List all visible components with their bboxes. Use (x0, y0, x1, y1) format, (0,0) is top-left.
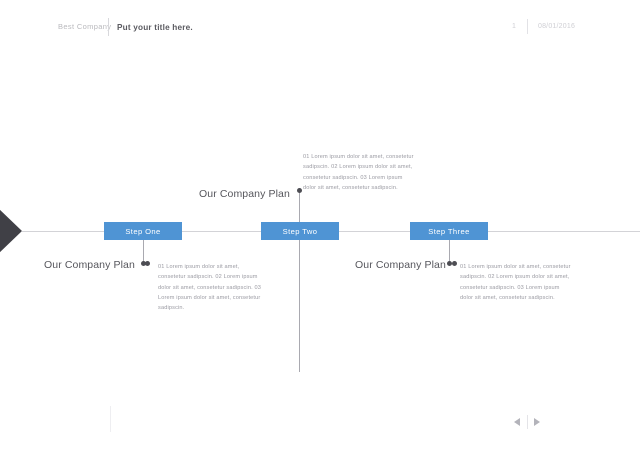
timeline-arrow-icon (0, 208, 22, 254)
header-divider-left (108, 18, 109, 36)
timeline-step-two[interactable]: Step Two (261, 222, 339, 240)
timeline-step-three[interactable]: Step Three (410, 222, 488, 240)
plan-body-right: 01 Lorem ipsum dolor sit amet, consetetu… (460, 264, 571, 302)
triangle-right-icon[interactable] (534, 418, 540, 426)
connector-step-two-up (299, 192, 300, 222)
header-company-name: Best Company (58, 22, 112, 31)
plan-bullet-dot-right (452, 261, 457, 266)
connector-step-one-down (143, 240, 144, 262)
plan-body-left: 01 Lorem ipsum dolor sit amet, consetetu… (158, 264, 262, 312)
connector-step-two-down (299, 240, 300, 372)
page-title: Put your title here. (117, 23, 193, 32)
plan-heading-top: Our Company Plan (199, 188, 290, 200)
connector-dot-step-one (141, 261, 146, 266)
connector-dot-step-three (447, 261, 452, 266)
nav-divider (527, 415, 528, 429)
connector-dot-top (297, 188, 302, 193)
plan-body-top: 01 Lorem ipsum dolor sit amet, consetetu… (303, 154, 414, 192)
triangle-left-icon[interactable] (514, 418, 520, 426)
plan-heading-right: Our Company Plan (355, 259, 446, 271)
timeline-step-one[interactable]: Step One (104, 222, 182, 240)
header-divider-right (527, 19, 528, 34)
footer-tick-mark (110, 406, 111, 432)
slide-navigation (512, 415, 544, 429)
plan-bullet-dot-left (145, 261, 150, 266)
header-page-number: 1 (512, 23, 516, 30)
plan-heading-left: Our Company Plan (44, 259, 135, 271)
header-date: 08/01/2016 (538, 23, 576, 30)
connector-step-three-down (449, 240, 450, 262)
